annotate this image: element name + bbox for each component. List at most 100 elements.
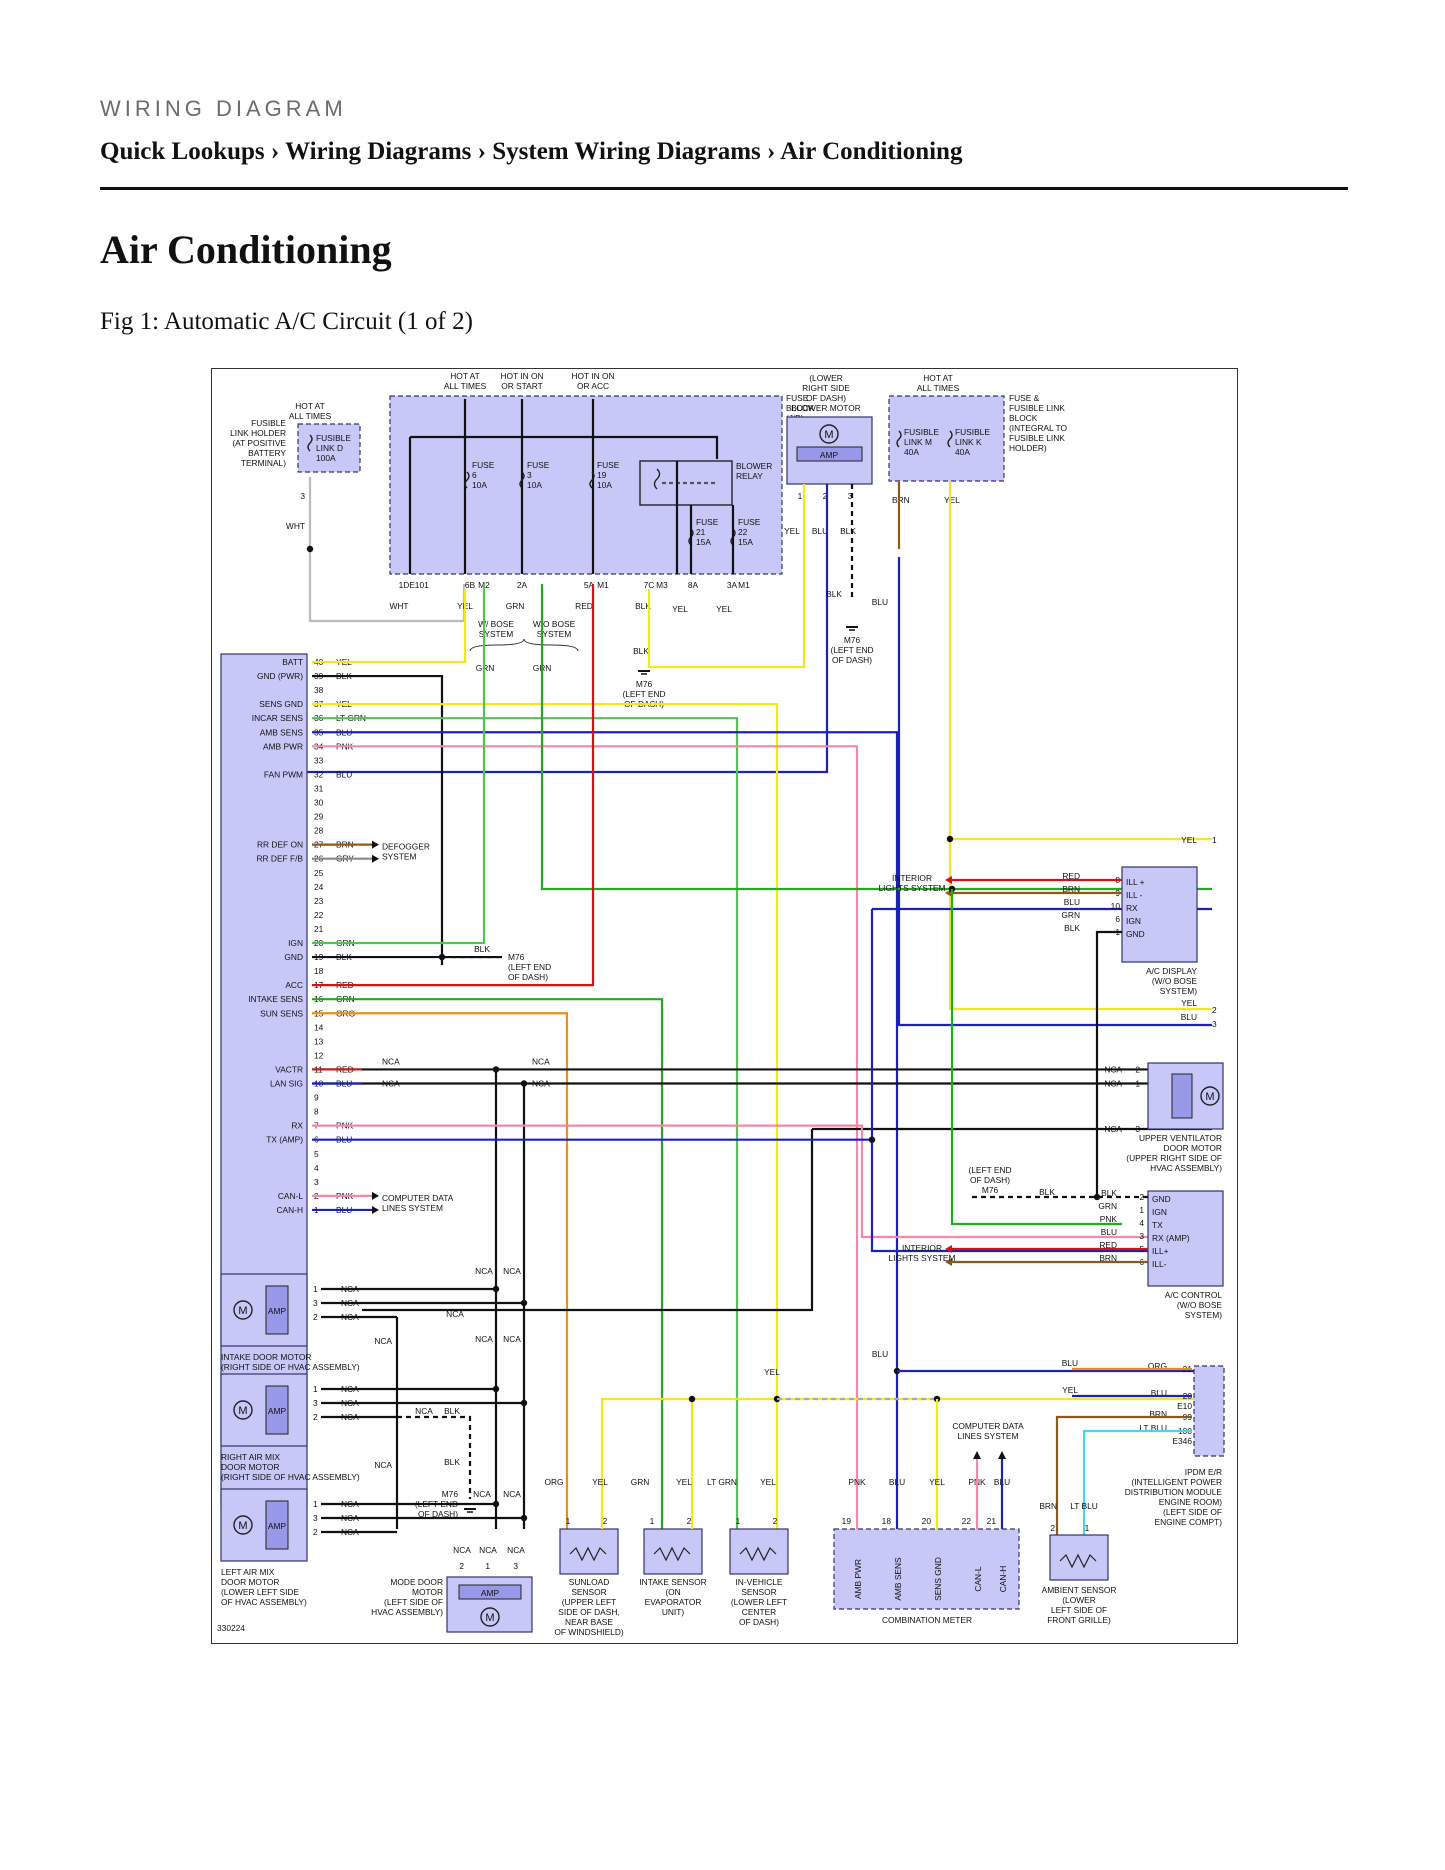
amp-label: AMP <box>481 1588 500 1598</box>
meter-pin-function: AMB PWR <box>853 1559 863 1599</box>
blower-amp <box>796 446 863 462</box>
vent-pin: 1 <box>1135 1079 1140 1089</box>
amplifier-pin-function: CAN-H <box>276 1205 303 1215</box>
amplifier-pin-function: AMB PWR <box>263 741 303 751</box>
blower-wire-label: YEL <box>784 526 800 536</box>
splice <box>492 1066 500 1073</box>
right-air-mix-motor-amp <box>265 1385 289 1435</box>
amplifier-pin-function: GND <box>284 952 303 962</box>
motor-pin: 1 <box>313 1499 318 1509</box>
amplifier-pin-function: INCAR SENS <box>252 713 304 723</box>
splice-blk <box>438 953 446 961</box>
wire-label: PNK <box>848 1477 866 1487</box>
arrow <box>372 1205 379 1214</box>
sensor-pin: 1 <box>650 1516 655 1526</box>
display-pin: 10 <box>1111 901 1121 911</box>
display-wire-label: BLK <box>1064 923 1080 933</box>
wire-label: YEL <box>944 495 960 505</box>
breadcrumb-wiring-diagrams[interactable]: Wiring Diagrams <box>285 138 472 165</box>
fuse-symbol <box>896 430 902 448</box>
wire-label: BRN <box>1039 1501 1057 1511</box>
sunload-sensor <box>559 1528 619 1575</box>
blower-wire-label: BLK <box>840 526 856 536</box>
ac-display <box>1121 866 1198 963</box>
nca-label: NCA <box>479 1545 497 1555</box>
motor-glyph: M <box>824 429 833 441</box>
nca-label: NCA <box>475 1266 493 1276</box>
bose-brace <box>469 638 579 652</box>
header-rule <box>100 187 1348 190</box>
amplifier-pin-function: VACTR <box>275 1064 303 1074</box>
wire-label: YEL <box>676 1477 692 1487</box>
right-air-mix-motor-symbol <box>233 1400 253 1420</box>
motor-glyph: M <box>1205 1091 1214 1103</box>
combination-meter <box>833 1528 1020 1610</box>
amplifier-pin: 5 <box>314 1149 319 1159</box>
meter-pin: 18 <box>882 1516 892 1526</box>
wire-yel-display1 <box>948 481 1212 841</box>
breadcrumb-quick-lookups[interactable]: Quick Lookups <box>100 138 265 165</box>
nca-label: NCA <box>453 1545 471 1555</box>
splice-wht <box>306 545 314 553</box>
wire-label: YEL <box>760 1477 776 1487</box>
wire-label: BLU <box>1062 1358 1078 1368</box>
wire-grn-ign <box>312 584 486 945</box>
amplifier-pin: 32 <box>314 769 324 779</box>
breadcrumb-separator: › <box>477 138 486 165</box>
amplifier-pin: 24 <box>314 882 324 892</box>
breadcrumb-system-wiring[interactable]: System Wiring Diagrams <box>492 138 761 165</box>
amp-label: AMP <box>268 1306 287 1316</box>
amp-label: AMP <box>268 1406 287 1416</box>
arrow <box>372 1191 379 1200</box>
wire-label: BLK <box>474 944 490 954</box>
wire-label: BRN <box>892 495 910 505</box>
right-air-mix-motor <box>220 1373 308 1447</box>
amplifier-pin: 29 <box>314 812 324 822</box>
fuse-block-pin: M1 <box>738 580 750 590</box>
fusible-link-wire: WHT <box>286 521 305 531</box>
fuse-block-pin: E101 <box>409 580 429 590</box>
blower-wire-label: BLU <box>812 526 828 536</box>
breadcrumb-separator: › <box>767 138 776 165</box>
wire-label: BLK <box>444 1406 460 1416</box>
amplifier-pin-function: SUN SENS <box>260 1008 303 1018</box>
sensor-pin: 2 <box>603 1516 608 1526</box>
arrow <box>998 1451 1006 1459</box>
upper-vent-amp <box>1171 1073 1193 1119</box>
wire-label: BLU <box>889 1477 905 1487</box>
wire-label: BLU <box>872 1349 888 1359</box>
splice-yel <box>946 835 954 843</box>
sensor-pin: 2 <box>687 1516 692 1526</box>
wire-blu-fanpwm <box>232 484 829 774</box>
amplifier-pin: 25 <box>314 868 324 878</box>
resistor-symbol <box>569 1546 607 1562</box>
fuse-symbol <box>947 430 953 448</box>
nca-label: NCA <box>473 1489 491 1499</box>
control-pin-function: GND <box>1152 1194 1171 1204</box>
amplifier-pin-function: RR DEF F/B <box>256 854 303 864</box>
amplifier-pin: 21 <box>314 924 324 934</box>
wire-label: YEL <box>1181 835 1197 845</box>
amplifier-pin: 18 <box>314 966 324 976</box>
nca-label: NCA <box>503 1266 521 1276</box>
meter-pin-function: CAN-H <box>998 1566 1008 1593</box>
breadcrumb-air-conditioning[interactable]: Air Conditioning <box>780 138 963 165</box>
wire-blk-mix <box>397 1415 472 1499</box>
fuse-symbol <box>519 471 525 489</box>
amplifier-pin: 22 <box>314 910 324 920</box>
ambient-pin: 2 <box>1050 1523 1055 1533</box>
page-title: Air Conditioning <box>100 227 392 272</box>
amplifier-pin-function: AMB SENS <box>260 727 304 737</box>
wire-grn-control-ign <box>950 889 1122 1226</box>
